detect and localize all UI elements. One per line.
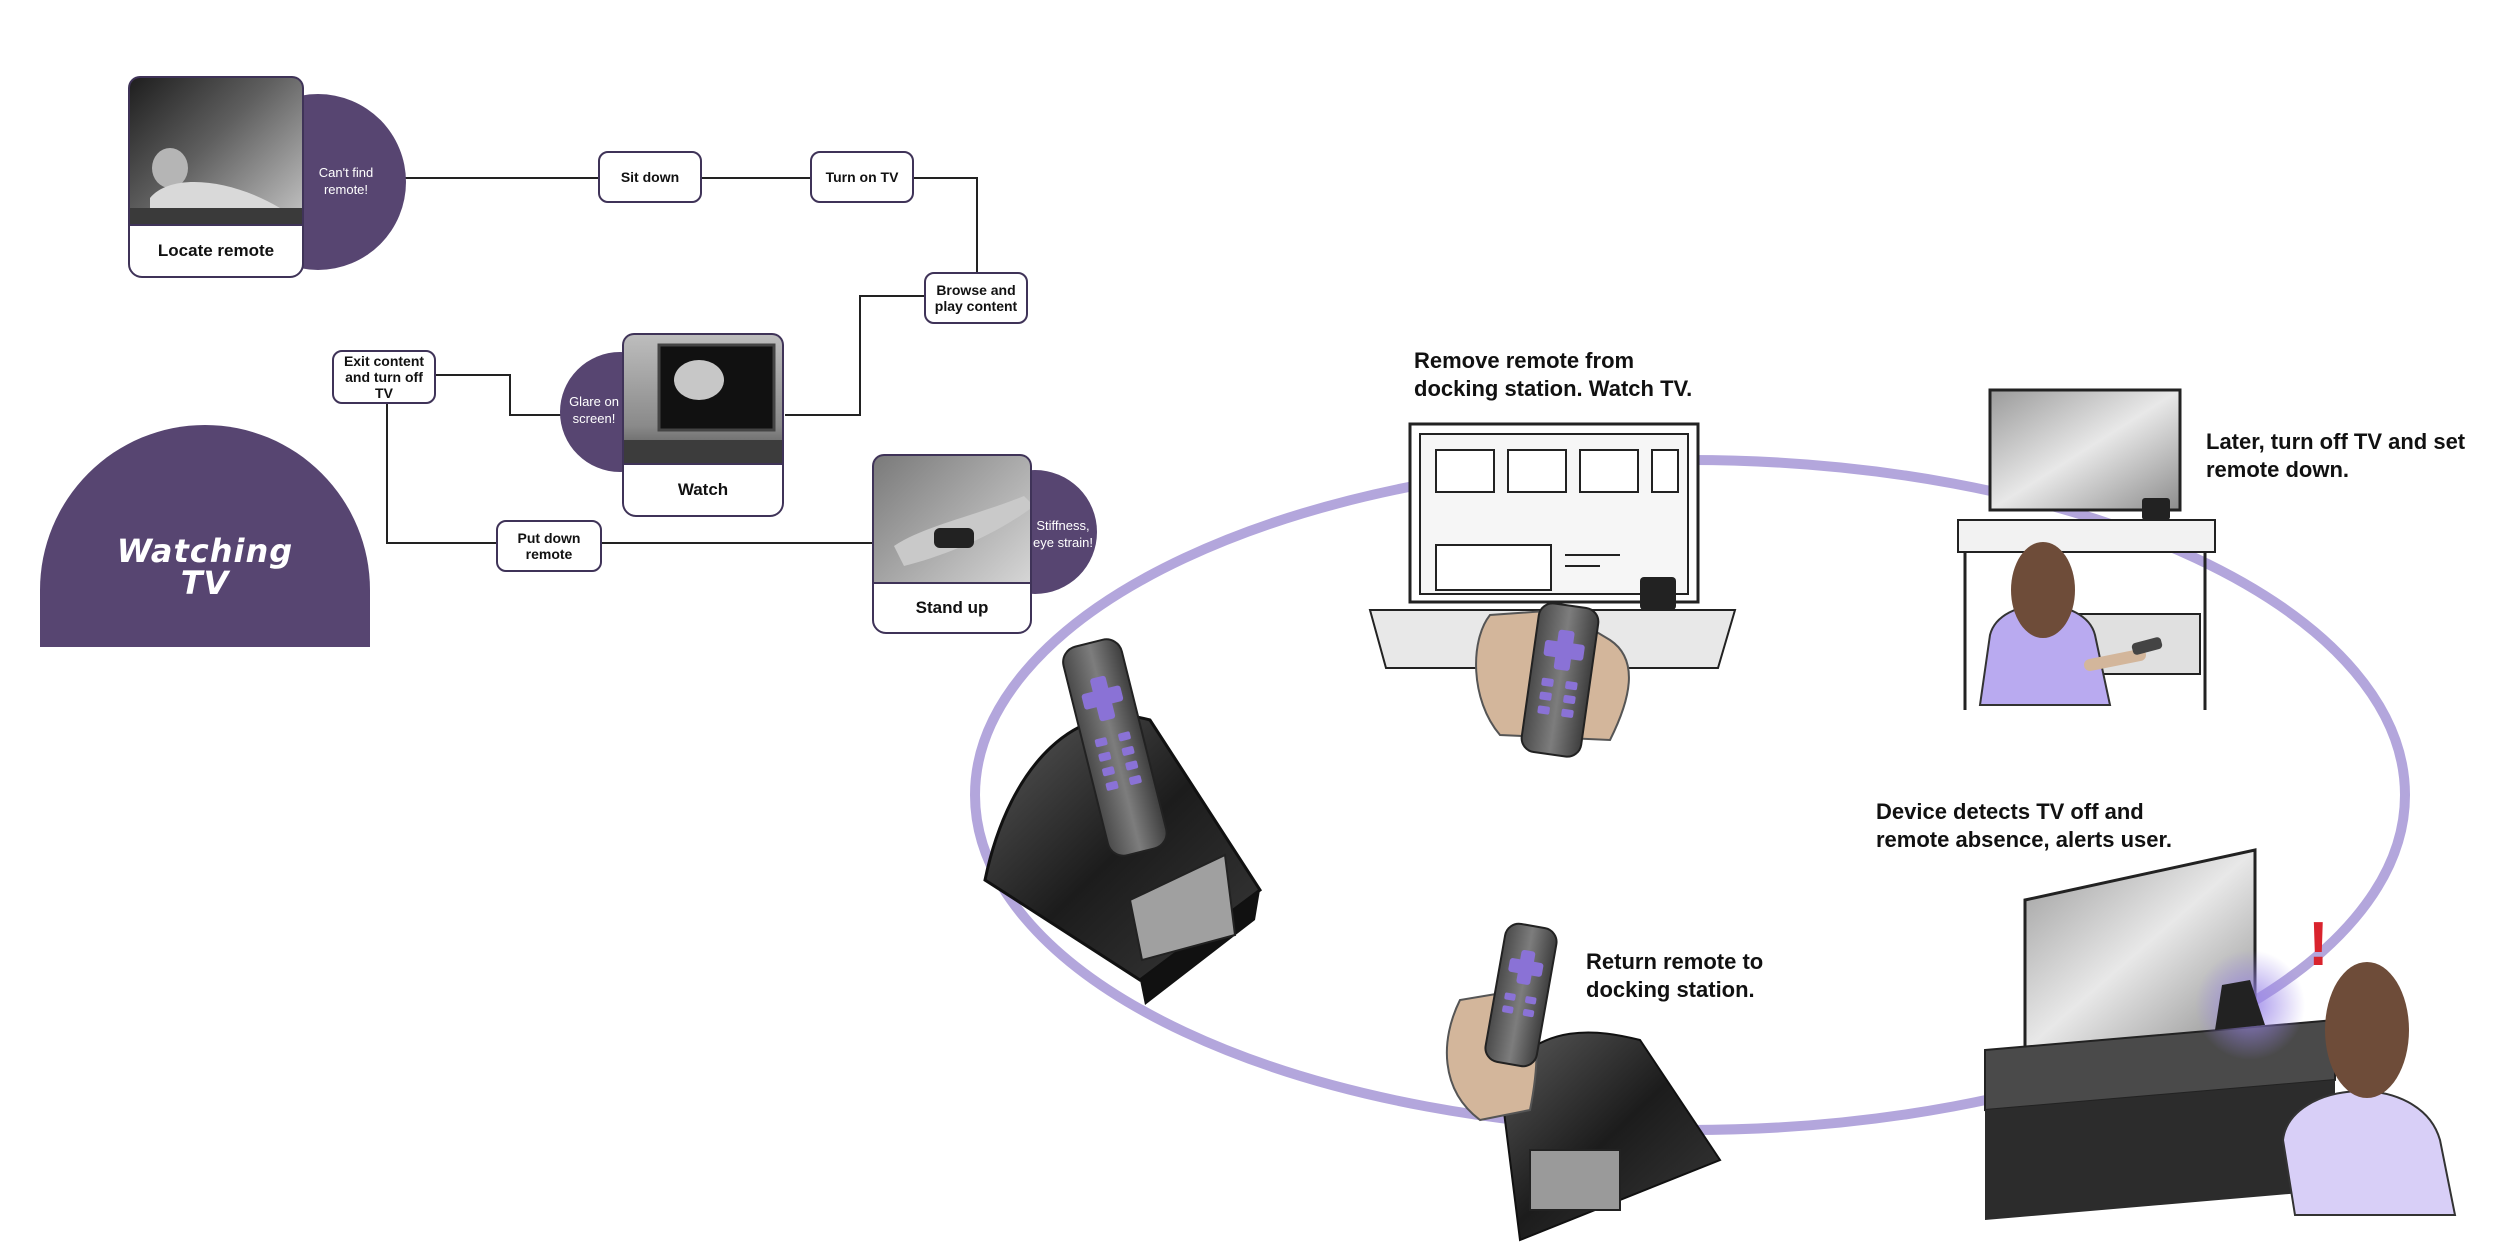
page-title: Watching TV <box>40 535 370 599</box>
illustration-watch-tv <box>1368 422 1737 758</box>
caption-step3: Device detects TV off and remote absence… <box>1876 799 2172 852</box>
step-put-down-remote: Put down remote <box>496 520 602 572</box>
person-searching-image <box>130 148 302 226</box>
connector-browse-to-watch <box>785 295 925 416</box>
photo-locate-remote <box>128 76 304 226</box>
card-locate-remote: Locate remote <box>128 224 304 278</box>
title-line-1: Watching <box>116 532 294 570</box>
step-turn-on-tv: Turn on TV <box>810 151 914 203</box>
photo-stand-up <box>872 454 1032 584</box>
illustration-docking-station <box>983 638 1263 1005</box>
bubble-glare: Glare on screen! <box>569 394 619 426</box>
card-locate-remote-label: Locate remote <box>157 241 275 260</box>
illustration-device-alert: ! <box>1984 848 2457 1220</box>
step-sit-down: Sit down <box>598 151 702 203</box>
tv-glare-image <box>624 343 782 465</box>
step-exit-content: Exit content and turn off TV <box>332 350 436 404</box>
connector-exit-to-putdown <box>386 402 497 544</box>
caption-step1: Remove remote from docking station. Watc… <box>1414 348 1693 401</box>
illustration-return-remote <box>1445 922 1722 1242</box>
bubble-stiffness: Stiffness, eye strain! <box>1033 518 1093 550</box>
photo-watch <box>622 333 784 465</box>
title-line-2: TV <box>180 564 230 602</box>
alert-mark: ! <box>2308 910 2329 979</box>
person-stretching-image <box>894 496 1030 566</box>
bubble-cant-find: Can't find remote! <box>318 165 374 197</box>
step-browse-play: Browse and play content <box>924 272 1028 324</box>
card-stand-up: Stand up <box>872 582 1032 634</box>
card-watch: Watch <box>622 463 784 517</box>
caption-step4: Return remote to docking station. <box>1586 949 1764 1002</box>
connector-turnon-to-browse <box>912 177 978 277</box>
illustration-turn-off-tv <box>1957 388 2216 710</box>
caption-step2: Later, turn off TV and set remote down. <box>2206 429 2466 482</box>
